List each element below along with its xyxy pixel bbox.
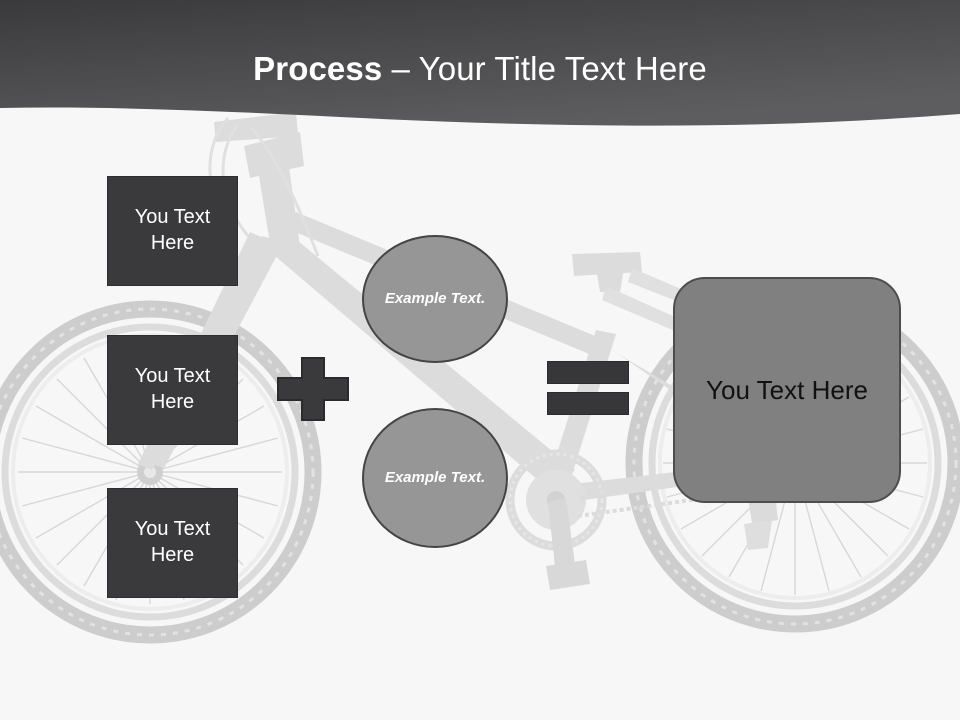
page-title-rest: – Your Title Text Here: [382, 50, 707, 87]
input-box-2[interactable]: You Text Here: [107, 335, 238, 445]
plus-icon: [277, 357, 349, 421]
input-box-3-label: You Text Here: [134, 518, 211, 566]
equals-bar-bottom: [547, 392, 629, 415]
equals-icon: [547, 360, 631, 416]
equals-bar-top: [547, 361, 629, 384]
input-box-1-label: You Text Here: [134, 206, 211, 254]
example-circle-2[interactable]: Example Text.: [362, 408, 508, 548]
result-box[interactable]: You Text Here: [673, 277, 901, 503]
example-circle-2-label: Example Text.: [384, 469, 486, 487]
page-title: Process – Your Title Text Here: [0, 52, 960, 85]
example-circle-1[interactable]: Example Text.: [362, 235, 508, 363]
example-circle-1-label: Example Text.: [384, 290, 486, 308]
page-title-strong: Process: [253, 50, 383, 87]
input-box-1[interactable]: You Text Here: [107, 176, 238, 286]
result-box-label: You Text Here: [706, 374, 868, 405]
input-box-2-label: You Text Here: [134, 365, 211, 413]
input-box-3[interactable]: You Text Here: [107, 488, 238, 598]
